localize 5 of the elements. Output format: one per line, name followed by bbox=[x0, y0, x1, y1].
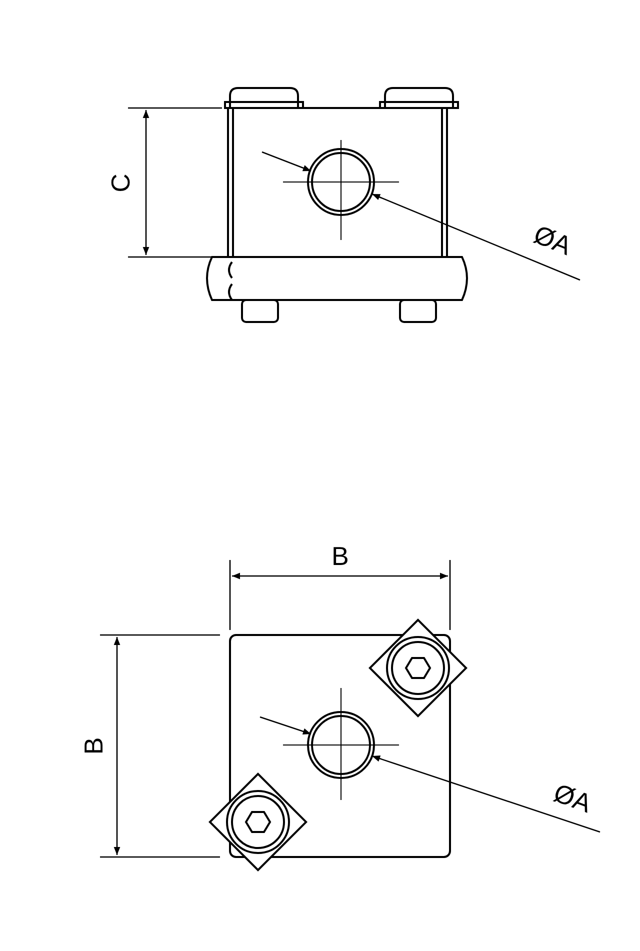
dimension-label: B bbox=[332, 543, 349, 569]
dimension-label: B bbox=[80, 737, 106, 755]
dimension-label: ØA bbox=[550, 779, 595, 817]
dimension-label: C bbox=[106, 174, 133, 192]
dimension-label: ØA bbox=[530, 220, 576, 260]
